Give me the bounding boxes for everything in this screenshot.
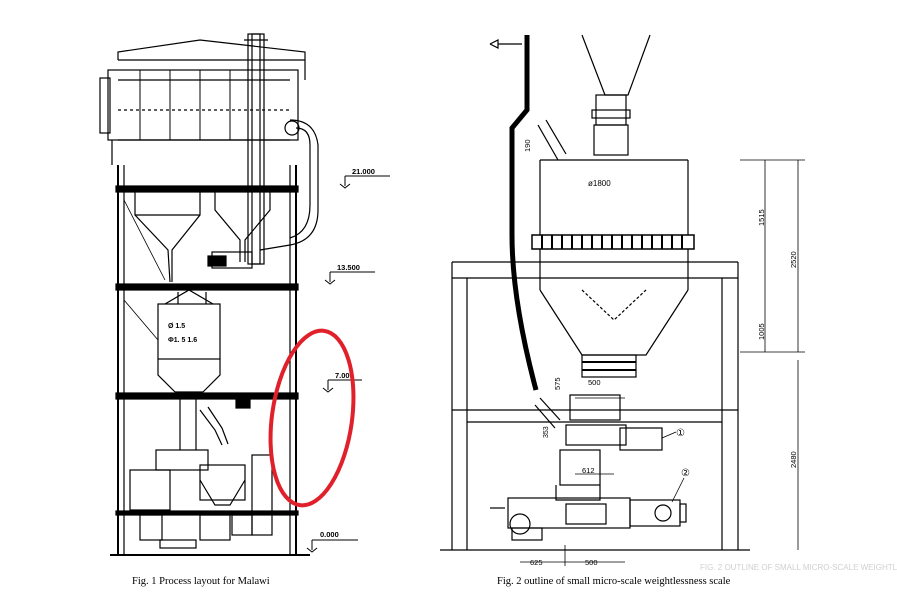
- dim-612: 612: [582, 466, 595, 475]
- scale-outline-drawing: ø1800 190 1515 2520 1005 575 500 353 612…: [440, 34, 805, 567]
- right-figure-caption: Fig. 2 outline of small micro-scale weig…: [497, 576, 731, 587]
- process-layout-figure: Ø 1.5 Φ1. 5 1.6 21.000 13.500 7.000 0.00…: [0, 0, 420, 600]
- elevation-7: 7.000: [335, 371, 354, 380]
- watermark: FIG. 2 OUTLINE OF SMALL MICRO-SCALE WEIG…: [700, 563, 897, 572]
- elevation-0: 0.000: [320, 530, 339, 539]
- callout-1: ①: [676, 428, 685, 439]
- process-layout-drawing: Ø 1.5 Φ1. 5 1.6 21.000 13.500 7.000 0.00…: [99, 33, 390, 556]
- tank-label-1: Ø 1.5: [168, 323, 185, 330]
- highlight-ring: [268, 328, 356, 508]
- dim-1515: 1515: [757, 209, 766, 226]
- dim-575: 575: [553, 377, 562, 390]
- tank-label-2: Φ1. 5 1.6: [168, 337, 197, 344]
- dim-190: 190: [523, 139, 532, 152]
- dim-500-bottom: 500: [585, 558, 598, 567]
- elevation-13-5: 13.500: [337, 263, 360, 272]
- elevation-21: 21.000: [352, 167, 375, 176]
- dim-1005: 1005: [757, 323, 766, 340]
- dim-500-top: 500: [588, 378, 601, 387]
- dim-diameter: ø1800: [588, 179, 611, 188]
- dim-2480: 2480: [789, 451, 798, 468]
- left-figure-caption: Fig. 1 Process layout for Malawi: [132, 576, 270, 587]
- dim-353: 353: [543, 426, 550, 438]
- dim-2520: 2520: [789, 251, 798, 268]
- dim-625: 625: [530, 558, 543, 567]
- callout-2: ②: [681, 468, 690, 479]
- scale-outline-figure: ø1800 190 1515 2520 1005 575 500 353 612…: [430, 0, 875, 600]
